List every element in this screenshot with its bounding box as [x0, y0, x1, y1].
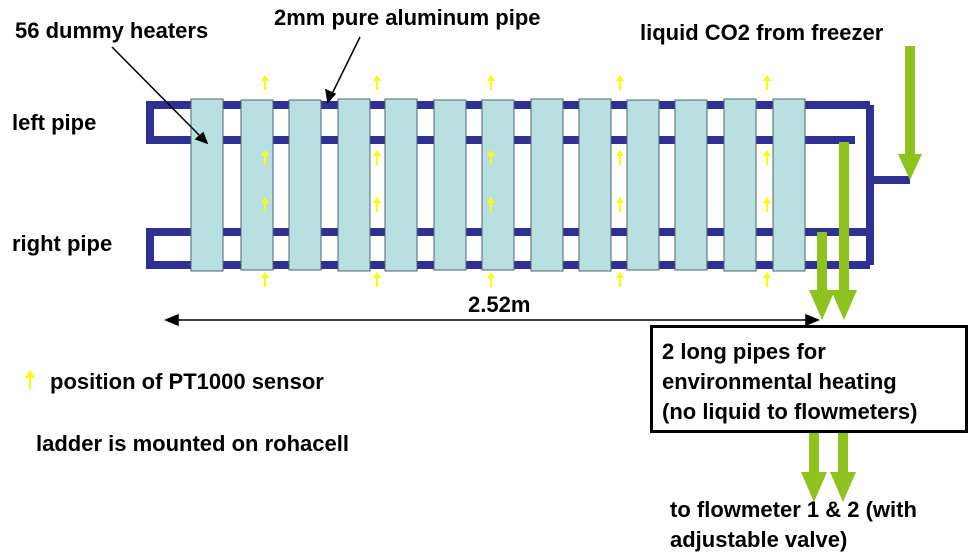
dummy-heater	[530, 98, 564, 272]
right-pipe-label: right pipe	[12, 231, 113, 256]
heater-pointer-head	[194, 131, 209, 145]
sensor-legend-icon	[25, 370, 35, 389]
flowmeter-line-2: adjustable valve)	[670, 527, 848, 552]
dummy-heater	[288, 99, 322, 271]
pt1000-sensor-arrow	[763, 197, 771, 212]
outlet-arrow-1-head	[809, 290, 835, 320]
heating-box-line-1: 2 long pipes for	[662, 339, 826, 364]
outlet-arrow-2-shaft	[839, 142, 849, 292]
pt1000-sensor-arrow	[373, 150, 381, 165]
dummy-heater	[240, 99, 274, 271]
sensor-legend-label: position of PT1000 sensor	[50, 369, 324, 394]
pt1000-sensor-arrow	[261, 272, 269, 287]
pt1000-sensor-arrow	[487, 75, 495, 90]
dummy-heater	[384, 98, 418, 272]
pt1000-sensor-arrow	[261, 197, 269, 212]
dummy-heater	[481, 99, 515, 271]
pt1000-sensor-arrow	[616, 75, 624, 90]
dummy-heater	[674, 99, 708, 271]
dummy-heater	[723, 98, 757, 272]
flowmeter-arrow-1-head	[801, 472, 827, 502]
pt1000-sensor-arrow	[616, 197, 624, 212]
pt1000-sensor-arrow	[261, 150, 269, 165]
aluminum-pipe-label: 2mm pure aluminum pipe	[274, 5, 541, 30]
pt1000-sensor-arrow	[373, 197, 381, 212]
dummy-heater	[578, 98, 612, 272]
outlet-arrow-1-shaft	[817, 232, 827, 292]
dummy-heaters-label: 56 dummy heaters	[15, 18, 209, 43]
pt1000-sensor-arrow	[763, 150, 771, 165]
left-pipe-label: left pipe	[12, 110, 97, 135]
dummy-heater	[190, 98, 224, 272]
mounting-label: ladder is mounted on rohacell	[36, 431, 349, 456]
outlet-arrow-2-head	[831, 290, 857, 320]
pt1000-sensor-arrow	[616, 150, 624, 165]
dummy-heater	[772, 98, 806, 272]
pt1000-sensor-arrow	[616, 272, 624, 287]
flow-arrows	[801, 46, 922, 502]
pt1000-sensor-arrow	[763, 272, 771, 287]
flowmeter-arrow-2-head	[830, 472, 856, 502]
co2-source-label: liquid CO2 from freezer	[640, 20, 884, 45]
length-dimension	[164, 313, 820, 327]
pt1000-sensor-arrow	[763, 75, 771, 90]
length-label: 2.52m	[468, 292, 531, 317]
heater-group	[190, 98, 806, 272]
sensor-group	[261, 75, 771, 287]
flowmeter-label: to flowmeter 1 & 2 (with adjustable valv…	[670, 495, 917, 555]
dummy-heater	[337, 98, 371, 272]
pt1000-sensor-arrow	[487, 197, 495, 212]
pt1000-sensor-arrow	[261, 75, 269, 90]
pt1000-sensor-arrow	[373, 75, 381, 90]
flowmeter-arrow-1-shaft	[809, 432, 819, 474]
flowmeter-line-1: to flowmeter 1 & 2 (with	[670, 497, 917, 522]
dummy-heater	[626, 99, 660, 271]
pt1000-sensor-arrow	[487, 150, 495, 165]
label-pointers	[111, 36, 361, 145]
dummy-heater	[433, 99, 467, 271]
flowmeter-arrow-2-shaft	[838, 432, 848, 474]
pipe-pointer-head	[325, 88, 337, 104]
pt1000-sensor-arrow	[373, 272, 381, 287]
pt1000-sensor-arrow	[487, 272, 495, 287]
heating-box-line-3: (no liquid to flowmeters)	[662, 399, 918, 424]
heating-pipes-box: 2 long pipes for environmental heating (…	[650, 325, 968, 433]
length-arrow-left	[164, 313, 179, 327]
heating-box-line-2: environmental heating	[662, 369, 897, 394]
co2-inlet-head	[898, 154, 922, 180]
heater-pointer	[111, 46, 205, 141]
co2-inlet-shaft	[905, 46, 915, 158]
length-arrow-right	[805, 313, 820, 327]
pipe-pointer	[329, 36, 361, 99]
